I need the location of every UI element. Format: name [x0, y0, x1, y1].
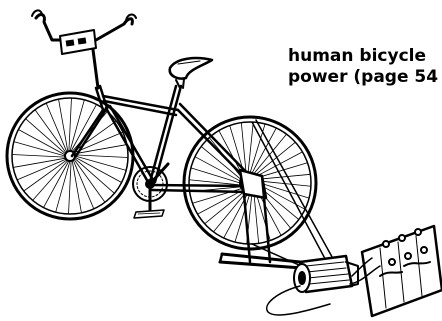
- wheel-spoke: [70, 100, 84, 151]
- wheel-spoke: [69, 161, 72, 214]
- wheel-spoke: [69, 98, 72, 151]
- wheel-spoke: [56, 161, 70, 212]
- wheel-spoke: [14, 142, 65, 156]
- wheel-spoke: [75, 156, 126, 170]
- caption: human bicycle power (page 54: [288, 46, 442, 88]
- meter-box: [60, 30, 96, 54]
- saddle: [170, 58, 212, 88]
- wheel-spoke: [198, 190, 243, 214]
- bicycle-frame: [72, 86, 252, 192]
- caption-line-2: power (page 54: [288, 67, 442, 88]
- caption-line-1: human bicycle: [288, 46, 442, 67]
- wheel-spoke: [75, 155, 128, 158]
- wheel-spoke: [12, 155, 65, 158]
- generator: [294, 256, 358, 292]
